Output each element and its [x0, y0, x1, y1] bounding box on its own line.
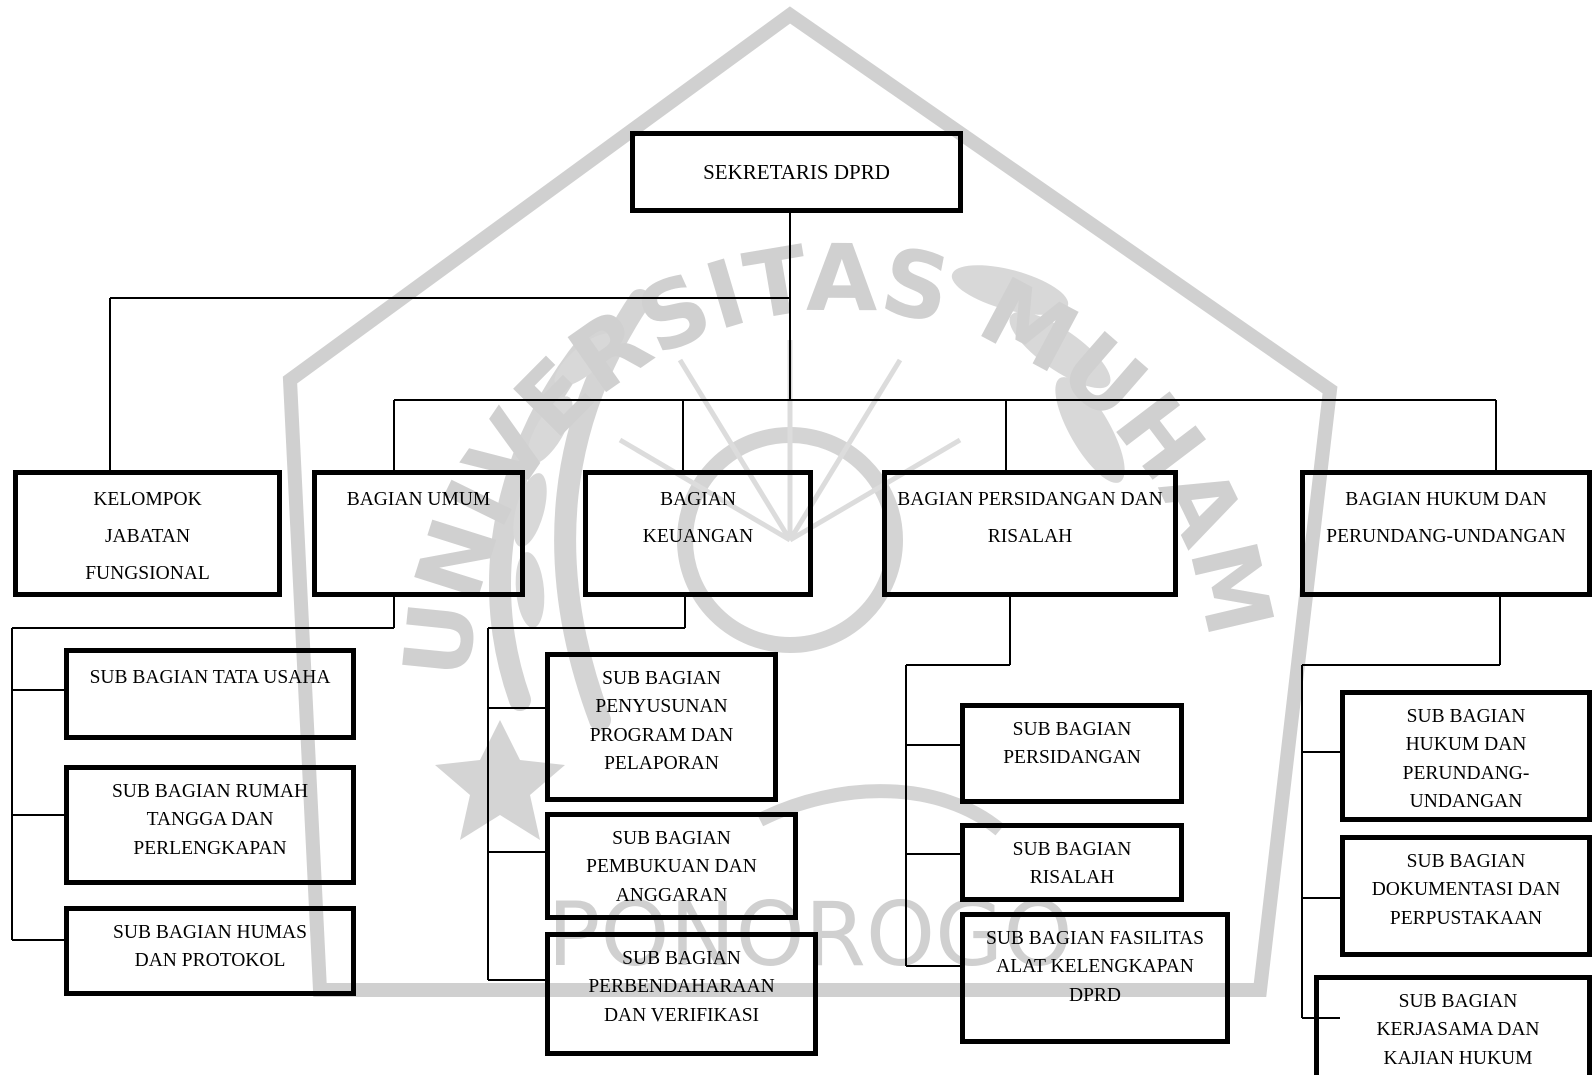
node-sub-bagian-hukum-dan-perundang-undangan: SUB BAGIAN HUKUM DAN PERUNDANG-UNDANGAN [1340, 690, 1592, 822]
node-sub-bagian-tata-usaha: SUB BAGIAN TATA USAHA [64, 648, 356, 740]
node-bagian-umum: BAGIAN UMUM [312, 470, 525, 597]
node-sub-bagian-perbendaharaan: SUB BAGIAN PERBENDAHARAAN DAN VERIFIKASI [545, 932, 818, 1056]
node-bagian-persidangan-dan-risalah: BAGIAN PERSIDANGAN DAN RISALAH [882, 470, 1178, 597]
node-bagian-keuangan: BAGIAN KEUANGAN [583, 470, 813, 597]
node-sub-bagian-penyusunan-program: SUB BAGIAN PENYUSUNAN PROGRAM DAN PELAPO… [545, 652, 778, 802]
node-sub-bagian-dokumentasi-dan-perpustakaan: SUB BAGIAN DOKUMENTASI DAN PERPUSTAKAAN [1340, 835, 1592, 957]
node-sub-bagian-kerjasama-dan-kajian-hukum: SUB BAGIAN KERJASAMA DAN KAJIAN HUKUM [1314, 975, 1592, 1075]
node-bagian-hukum-dan-perundang-undangan: BAGIAN HUKUM DAN PERUNDANG-UNDANGAN [1300, 470, 1592, 597]
node-kelompok-jabatan-fungsional: KELOMPOK JABATAN FUNGSIONAL [13, 470, 282, 597]
node-sub-bagian-pembukuan-dan-anggaran: SUB BAGIAN PEMBUKUAN DAN ANGGARAN [545, 812, 798, 920]
node-label: SUB BAGIAN KERJASAMA DAN KAJIAN HUKUM [1376, 991, 1540, 1069]
node-label: BAGIAN HUKUM DAN PERUNDANG-UNDANGAN [1326, 489, 1566, 548]
node-label: KELOMPOK JABATAN FUNGSIONAL [85, 489, 210, 585]
node-label: SUB BAGIAN PEMBUKUAN DAN ANGGARAN [586, 828, 757, 906]
node-label: SUB BAGIAN PERBENDAHARAAN DAN VERIFIKASI [588, 948, 775, 1026]
node-label: SUB BAGIAN HUKUM DAN PERUNDANG-UNDANGAN [1402, 706, 1530, 812]
node-sub-bagian-risalah: SUB BAGIAN RISALAH [960, 823, 1184, 902]
node-label: SUB BAGIAN FASILITAS ALAT KELENGKAPAN DP… [985, 928, 1204, 1006]
node-sub-bagian-humas-dan-protokol: SUB BAGIAN HUMAS DAN PROTOKOL [64, 906, 356, 996]
node-sub-bagian-fasilitas-alat-kelengkapan: SUB BAGIAN FASILITAS ALAT KELENGKAPAN DP… [960, 912, 1230, 1044]
node-label: BAGIAN UMUM [346, 489, 491, 510]
node-label: SUB BAGIAN TATA USAHA [89, 667, 331, 688]
node-label: SUB BAGIAN DOKUMENTASI DAN PERPUSTAKAAN [1371, 851, 1561, 929]
node-label: SUB BAGIAN RISALAH [1012, 839, 1132, 889]
node-label: SUB BAGIAN HUMAS DAN PROTOKOL [113, 922, 307, 972]
node-label: SUB BAGIAN PENYUSUNAN PROGRAM DAN PELAPO… [589, 668, 734, 774]
node-sub-bagian-rumah-tangga: SUB BAGIAN RUMAH TANGGA DAN PERLENGKAPAN [64, 765, 356, 885]
node-label: BAGIAN KEUANGAN [642, 489, 754, 548]
node-label: SEKRETARIS DPRD [703, 159, 890, 184]
node-label: BAGIAN PERSIDANGAN DAN RISALAH [897, 489, 1163, 548]
node-label: SUB BAGIAN PERSIDANGAN [1003, 719, 1141, 769]
node-label: SUB BAGIAN RUMAH TANGGA DAN PERLENGKAPAN [111, 781, 309, 859]
node-sub-bagian-persidangan: SUB BAGIAN PERSIDANGAN [960, 703, 1184, 804]
node-sekretaris-dprd: SEKRETARIS DPRD [630, 131, 963, 213]
